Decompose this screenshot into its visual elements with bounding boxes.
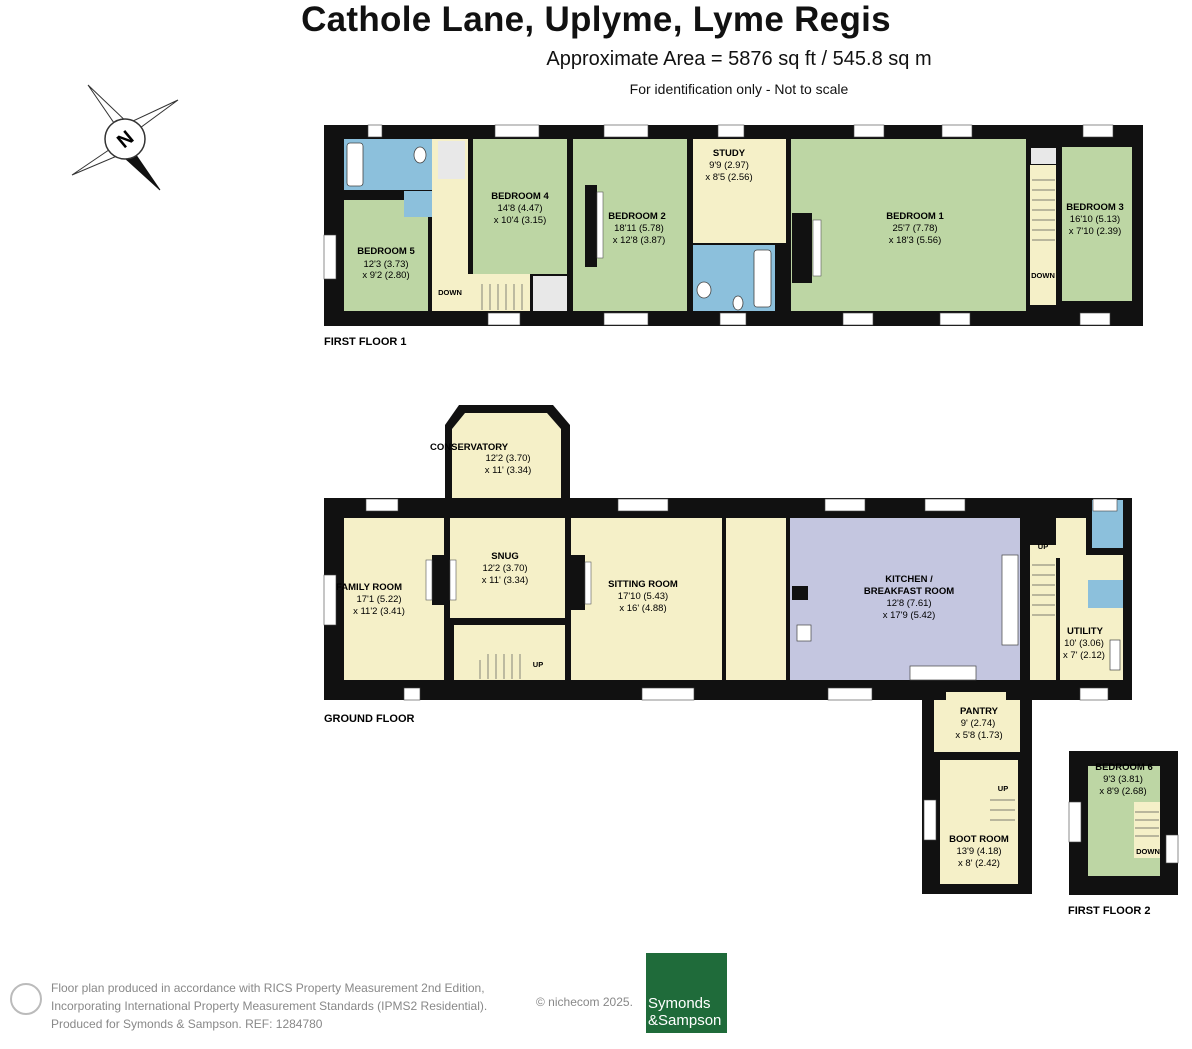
bedroom-5 <box>344 200 428 311</box>
bedroom-4-dim1: 14'8 (4.47) <box>497 203 542 214</box>
stairs-down-label: DOWN <box>1136 847 1160 856</box>
family-room-dim2: x 11'2 (3.41) <box>353 606 405 617</box>
stairs-up-label: UP <box>533 660 543 669</box>
bedroom-3 <box>1062 147 1132 301</box>
logo-line-2: &Sampson <box>648 1012 722 1029</box>
bedroom-4-label: BEDROOM 4 <box>491 191 549 202</box>
sitting-room <box>571 518 722 680</box>
stairs-down-label: DOWN <box>438 288 462 297</box>
bedroom-1 <box>791 139 1026 311</box>
first-floor-2-plan: BEDROOM 6 9'3 (3.81) x 8'9 (2.68) DOWN F… <box>1068 751 1179 917</box>
family-room-label: FAMILY ROOM <box>336 582 402 593</box>
first-floor-2-label: FIRST FLOOR 2 <box>1068 905 1151 917</box>
sitting-room-label: SITTING ROOM <box>608 579 678 590</box>
kitchen <box>790 518 1020 680</box>
bedroom-6-label: BEDROOM 6 <box>1095 762 1153 773</box>
conservatory <box>452 413 561 498</box>
kitchen-dim1: 12'8 (7.61) <box>886 598 931 609</box>
bedroom-4 <box>473 139 567 274</box>
compass-icon: N <box>71 84 179 191</box>
boot-room-dim2: x 8' (2.42) <box>958 858 1000 869</box>
bedroom-2-label: BEDROOM 2 <box>608 211 666 222</box>
bedroom-4-dim2: x 10'4 (3.15) <box>494 215 547 226</box>
bedroom-1-dim2: x 18'3 (5.56) <box>889 235 942 246</box>
kitchen-dim2: x 17'9 (5.42) <box>883 610 936 621</box>
snug <box>450 518 565 618</box>
bedroom-5-dim2: x 9'2 (2.80) <box>362 270 409 281</box>
footer-line-1: Floor plan produced in accordance with R… <box>51 981 485 995</box>
boot-room-label: BOOT ROOM <box>949 834 1009 845</box>
bedroom-6-dim2: x 8'9 (2.68) <box>1099 786 1146 797</box>
bedroom-2-dim1: 18'11 (5.78) <box>614 223 664 234</box>
utility-dim2: x 7' (2.12) <box>1063 650 1105 661</box>
study-dim1: 9'9 (2.97) <box>709 160 749 171</box>
ground-floor-label: GROUND FLOOR <box>324 713 414 725</box>
sitting-room-dim2: x 16' (4.88) <box>619 603 666 614</box>
bedroom-6-dim1: 9'3 (3.81) <box>1103 774 1143 785</box>
bedroom-1-dim1: 25'7 (7.78) <box>892 223 937 234</box>
stairs-up-label: UP <box>998 784 1008 793</box>
snug-dim2: x 11' (3.34) <box>482 575 529 586</box>
logo-line-1: Symonds <box>648 995 711 1012</box>
family-room-dim1: 17'1 (5.22) <box>356 594 401 605</box>
bedroom-1-label: BEDROOM 1 <box>886 211 944 222</box>
bedroom-3-label: BEDROOM 3 <box>1066 202 1124 213</box>
boot-room-dim1: 13'9 (4.18) <box>956 846 1001 857</box>
bedroom-5-dim1: 12'3 (3.73) <box>363 259 408 270</box>
approximate-area: Approximate Area = 5876 sq ft / 545.8 sq… <box>546 48 932 70</box>
kitchen-label-line2: BREAKFAST ROOM <box>864 586 954 597</box>
first-floor-1-label: FIRST FLOOR 1 <box>324 336 407 348</box>
conservatory-label: CONSERVATORY <box>430 442 509 453</box>
pantry <box>934 700 1020 752</box>
footer-notes: Floor plan produced in accordance with R… <box>51 979 487 1033</box>
footer-line-3: Produced for Symonds & Sampson. REF: 128… <box>51 1017 323 1031</box>
boot-room <box>940 760 1018 884</box>
utility-label: UTILITY <box>1067 626 1104 637</box>
sitting-room-dim1: 17'10 (5.43) <box>618 591 668 602</box>
pantry-dim2: x 5'8 (1.73) <box>955 730 1002 741</box>
pantry-label: PANTRY <box>960 706 999 717</box>
conservatory-dim1: 12'2 (3.70) <box>485 453 530 464</box>
stairs-down-label: DOWN <box>1031 271 1055 280</box>
study-label: STUDY <box>713 148 746 159</box>
bedroom-5-label: BEDROOM 5 <box>357 246 415 257</box>
copyright-icon <box>10 983 42 1015</box>
bedroom-3-dim1: 16'10 (5.13) <box>1070 214 1120 225</box>
conservatory-dim2: x 11' (3.34) <box>485 465 532 476</box>
footer-line-2: Incorporating International Property Mea… <box>51 999 488 1013</box>
pantry-dim1: 9' (2.74) <box>961 718 996 729</box>
identification-note: For identification only - Not to scale <box>629 81 849 97</box>
ground-floor-plan: CONSERVATORY 12'2 (3.70) x 11' (3.34) FA… <box>323 405 1132 894</box>
bedroom-3-dim2: x 7'10 (2.39) <box>1069 226 1122 237</box>
symonds-sampson-logo: Symonds &Sampson <box>646 953 727 1033</box>
bedroom-2-dim2: x 12'8 (3.87) <box>613 235 666 246</box>
utility-dim1: 10' (3.06) <box>1064 638 1104 649</box>
snug-dim1: 12'2 (3.70) <box>482 563 527 574</box>
snug-label: SNUG <box>491 551 518 562</box>
stairs-up-label: UP <box>1038 542 1048 551</box>
study <box>693 139 786 217</box>
first-floor-1-plan: BEDROOM 5 12'3 (3.73) x 9'2 (2.80) BEDRO… <box>323 124 1143 348</box>
kitchen-label: KITCHEN / <box>885 574 933 585</box>
study-dim2: x 8'5 (2.56) <box>705 172 752 183</box>
page-title: Cathole Lane, Uplyme, Lyme Regis <box>301 0 891 39</box>
copyright-text: © nichecom 2025. <box>536 995 633 1009</box>
